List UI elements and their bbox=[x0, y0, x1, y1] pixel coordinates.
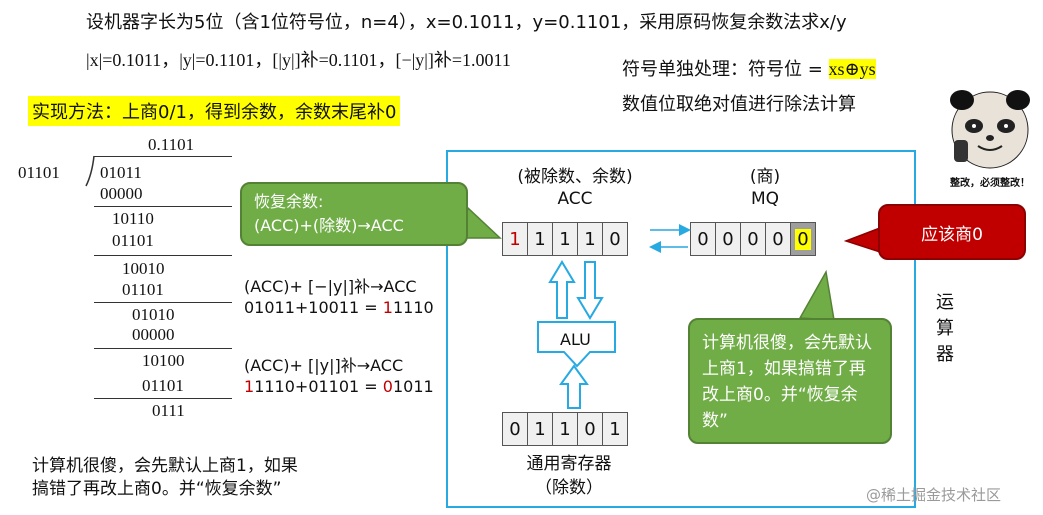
sign-rule-text: 符号单独处理：符号位 = bbox=[622, 59, 823, 80]
acc-label-name: ACC bbox=[557, 189, 593, 209]
step-row: 01101 bbox=[122, 280, 164, 299]
op2-formula: (ACC)+ [|y|]补→ACC bbox=[244, 356, 404, 375]
alu-to-acc-arrow bbox=[548, 260, 576, 319]
gr-label: 通用寄存器 （除数） bbox=[505, 452, 633, 500]
panda-meme-icon bbox=[950, 90, 1030, 169]
sign-rule: 符号单独处理：符号位 = xs⊕ys bbox=[622, 55, 876, 81]
note-bubble-tail bbox=[798, 269, 835, 321]
alu-label: ALU bbox=[560, 330, 591, 349]
gr-label-desc: （除数） bbox=[535, 478, 603, 498]
alu-shape bbox=[537, 321, 616, 368]
step-row: 10110 bbox=[112, 209, 154, 228]
op2-calc-rest: 1011 bbox=[392, 377, 434, 396]
acc-register: 1 1 1 1 0 bbox=[502, 222, 628, 256]
abs-values-line: |x|=0.1011，|y|=0.1101，[|y|]补=0.1101，[−|y… bbox=[86, 50, 511, 70]
op1-calc-lhs: 01011+10011 = bbox=[244, 298, 383, 317]
watermark: @稀土掘金技术社区 bbox=[866, 486, 1002, 504]
step-row: 01101 bbox=[112, 231, 154, 250]
gr-bit: 1 bbox=[552, 412, 578, 446]
problem-title: 设机器字长为5位（含1位符号位，n=4），x=0.1011，y=0.1101，采… bbox=[86, 12, 847, 33]
abs-rule: 数值位取绝对值进行除法计算 bbox=[622, 94, 856, 115]
op1-sign-bit: 1 bbox=[382, 298, 393, 317]
op2-sign-bit-in: 1 bbox=[244, 377, 255, 396]
meme-caption: 整改，必须整改！ bbox=[950, 178, 1030, 189]
mq-label: (商) MQ bbox=[720, 166, 810, 210]
quotient: 0.1101 bbox=[148, 135, 195, 154]
mq-label-name: MQ bbox=[750, 189, 780, 209]
quotient-bubble-tail bbox=[843, 226, 881, 254]
note-text: 计算机很傻，会先默认上商1，如果搞错了再改上商0。并“恢复余数” bbox=[702, 333, 872, 431]
gr-to-alu-arrow bbox=[559, 364, 589, 409]
arithmetic-unit-panel bbox=[446, 150, 916, 508]
gr-bit: 1 bbox=[602, 412, 628, 446]
step-rule bbox=[94, 348, 232, 349]
step-row: 00000 bbox=[100, 184, 143, 203]
step-row: 01101 bbox=[142, 376, 184, 395]
restore-formula: (ACC)+(除数)→ACC bbox=[254, 216, 404, 235]
gr-bit: 0 bbox=[577, 412, 603, 446]
gr-bit: 0 bbox=[502, 412, 528, 446]
acc-label: (被除数、余数) ACC bbox=[490, 166, 660, 210]
should-quotient-bubble: 应该商0 bbox=[878, 204, 1026, 260]
op2-sign-bit-out: 0 bbox=[382, 377, 393, 396]
method-line: 实现方法：上商0/1，得到余数，余数末尾补0 bbox=[28, 96, 401, 126]
should-quotient-text: 应该商0 bbox=[921, 224, 983, 245]
op2-calc: 11110+01101 = 01011 bbox=[244, 377, 434, 396]
mq-bit: 0 bbox=[690, 222, 716, 256]
division-bar bbox=[94, 156, 232, 157]
step-row: 01010 bbox=[132, 305, 175, 324]
acc-bit: 1 bbox=[502, 222, 528, 256]
op1-calc: 01011+10011 = 11110 bbox=[244, 298, 434, 317]
side-label-alu-unit: 运算器 bbox=[936, 292, 954, 365]
op2-calc-mid: 1110+01101 = bbox=[254, 377, 383, 396]
mq-bit-new-quotient: 0 bbox=[790, 222, 816, 256]
restore-title: 恢复余数: bbox=[254, 192, 324, 211]
step-rule bbox=[94, 206, 232, 207]
gr-label-name: 通用寄存器 bbox=[526, 454, 612, 474]
step-row: 01011 bbox=[100, 163, 142, 182]
acc-bit: 0 bbox=[602, 222, 628, 256]
mq-new-bit: 0 bbox=[795, 228, 811, 250]
sign-formula: xs⊕ys bbox=[828, 59, 876, 79]
acc-to-alu-arrow bbox=[576, 261, 604, 320]
gr-bit: 1 bbox=[527, 412, 553, 446]
step-rule bbox=[94, 398, 232, 399]
note-bubble: 计算机很傻，会先默认上商1，如果搞错了再改上商0。并“恢复余数” bbox=[688, 318, 892, 444]
meme-image: 整改，必须整改！ bbox=[940, 86, 1040, 192]
step-rule bbox=[94, 302, 232, 303]
step-row: 00000 bbox=[132, 325, 175, 344]
step-row: 0111 bbox=[152, 401, 185, 420]
mq-bit: 0 bbox=[765, 222, 791, 256]
mq-bit: 0 bbox=[715, 222, 741, 256]
bottom-note-line1: 计算机很傻，会先默认上商1，如果 bbox=[32, 456, 298, 476]
op1-formula: (ACC)+ [−|y|]补→ACC bbox=[244, 277, 417, 296]
step-row: 10100 bbox=[142, 351, 185, 370]
op1-calc-rest: 1110 bbox=[392, 298, 434, 317]
restore-remainder-bubble: 恢复余数: (ACC)+(除数)→ACC bbox=[240, 182, 468, 246]
divisor: 01101 bbox=[18, 163, 60, 182]
mq-label-desc: (商) bbox=[749, 167, 781, 187]
division-bracket bbox=[85, 155, 95, 187]
general-register: 0 1 1 0 1 bbox=[502, 412, 628, 446]
mq-register: 0 0 0 0 0 bbox=[690, 222, 816, 256]
acc-label-desc: (被除数、余数) bbox=[517, 167, 633, 187]
bottom-note-line2: 搞错了再改上商0。并“恢复余数” bbox=[32, 479, 282, 499]
step-rule bbox=[94, 255, 232, 256]
step-row: 10010 bbox=[122, 259, 165, 278]
